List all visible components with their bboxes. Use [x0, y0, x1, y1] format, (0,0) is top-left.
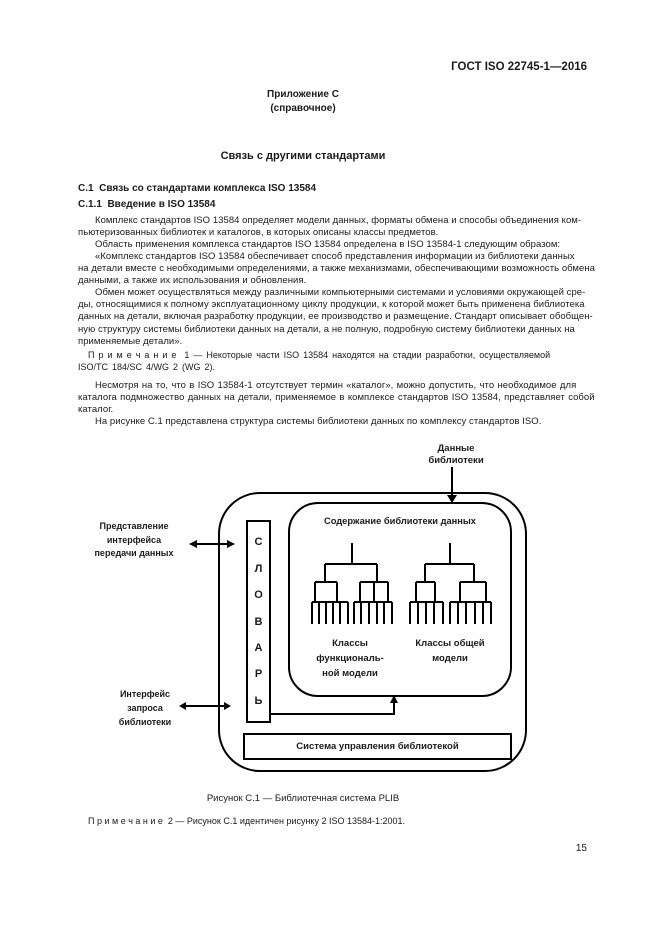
library-content-title: Содержание библиотеки данных [324, 516, 476, 526]
page-number: 15 [575, 843, 587, 854]
paragraph-intro: Комплекс стандартов ISO 13584 определяет… [78, 215, 582, 239]
library-management-system-box: Система управления библиотекой [243, 733, 512, 760]
library-management-system-label: Система управления библиотекой [296, 741, 459, 752]
figure-c1-diagram: С Л О В А Р Ь Система управления библиот… [0, 440, 661, 790]
paragraph-quote-2: Обмен может осуществляться между различн… [78, 287, 593, 347]
page-title: Связь с другими стандартами [220, 150, 386, 162]
document-code-header: ГОСТ ISO 22745-1—2016 [451, 61, 587, 73]
section-heading-c11: С.1.1 Введение в ISO 13584 [78, 199, 216, 210]
library-system-outer-box [218, 492, 527, 772]
appendix-heading: Приложение С (справочное) [267, 89, 339, 114]
paragraph-figure-ref: На рисунке С.1 представлена структура си… [95, 416, 542, 427]
section-heading-c1: С.1 Связь со стандартами комплекса ISO 1… [78, 183, 317, 194]
paragraph-catalog: Несмотря на то, что в ISO 13584-1 отсутс… [78, 380, 595, 416]
figure-caption: Рисунок С.1 — Библиотечная система PLIB [206, 793, 400, 804]
functional-model-classes-label: Классы функциональ- ной модели [316, 638, 384, 679]
library-data-label: Данные библиотеки [428, 443, 484, 466]
paragraph-scope: Область применения комплекса стандартов … [95, 239, 561, 250]
dictionary-box: С Л О В А Р Ь [246, 520, 271, 723]
query-interface-label: Интерфейс запроса библиотеки [118, 689, 172, 727]
library-content-inner-box [288, 502, 512, 697]
general-model-classes-label: Классы общей модели [415, 638, 485, 664]
dictionary-letter: В [254, 615, 263, 628]
dictionary-letter: Ь [254, 694, 263, 707]
note-2: П р и м е ч а н и е 2 — Рисунок С.1 иден… [88, 816, 406, 826]
note-1: П р и м е ч а н и е 1 — Некоторые части … [78, 350, 551, 372]
dictionary-letter: А [254, 641, 263, 654]
dictionary-letter: Р [254, 668, 263, 681]
paragraph-quote-1: «Комплекс стандартов ISO 13584 обеспечив… [78, 251, 595, 287]
dictionary-letter: О [254, 589, 263, 602]
dictionary-letter: С [254, 536, 263, 549]
dictionary-letter: Л [254, 562, 263, 575]
transfer-interface-label: Представление интерфейса передачи данных [94, 521, 174, 558]
